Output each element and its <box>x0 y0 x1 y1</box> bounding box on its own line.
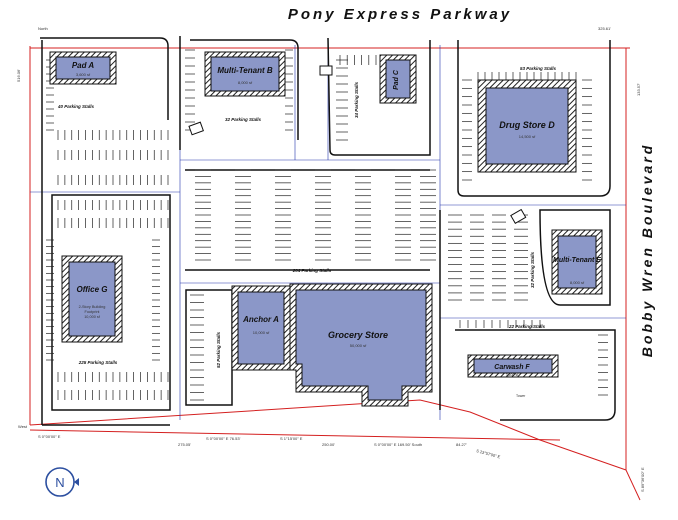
dim-ne: 325.61' <box>598 26 611 31</box>
pad-a-name: Pad A <box>72 61 95 70</box>
office-g-note1: 2-Story Building <box>79 305 106 309</box>
building-multi-tenant-b[interactable]: Multi-Tenant B 8,000 sf <box>204 51 286 97</box>
anchor-name: Anchor A <box>242 315 279 324</box>
multi-b-name: Multi-Tenant B <box>217 66 272 75</box>
building-grocery-store[interactable]: Grocery Store 50,000 sf <box>289 283 433 407</box>
dim-nw: 516.06' <box>16 69 21 82</box>
drug-d-area: 14,500 sf <box>519 134 536 139</box>
anchor-area: 10,000 sf <box>253 330 270 335</box>
dumpster-icon <box>188 121 204 136</box>
parking-label-multi-b: 32 Parking Stalls <box>225 117 262 122</box>
dim-west: West <box>18 424 28 429</box>
pad-c-name: Pad C <box>393 69 400 90</box>
dim-s4: 250.00' <box>322 442 335 447</box>
grocery-area: 50,000 sf <box>350 343 367 348</box>
parking-label-drug-d: 53 Parking Stalls <box>520 66 557 71</box>
dim-s3: S 1°15'00" E <box>280 436 303 441</box>
dim-s2: S 0°00'00" E 76.53' <box>206 436 241 441</box>
north-arrow-icon: N <box>45 467 79 497</box>
multi-e-name: Multi-Tenant E <box>553 257 601 264</box>
building-multi-tenant-e[interactable]: Multi-Tenant E 8,000 sf <box>551 229 603 295</box>
dim-tower: Tower <box>516 394 526 398</box>
office-g-note2: Footprint <box>85 310 101 314</box>
dim-s7: S 23°57'00" E <box>476 448 501 459</box>
multi-e-area: 8,000 sf <box>570 280 585 285</box>
dim-ne-vert: 133.57' <box>636 83 641 96</box>
dim-sw: S 0°00'00" E <box>38 434 61 439</box>
carwash-area: 3,600 sf <box>506 373 518 377</box>
building-pad-c[interactable]: Pad C <box>379 54 417 104</box>
dumpster-icon-3 <box>319 65 333 76</box>
road-north-label: Pony Express Parkway <box>288 6 512 23</box>
parking-stalls <box>46 49 608 401</box>
curb-lines <box>40 36 616 426</box>
dim-s5: S 0°00'00" E 169.50' South <box>374 442 422 447</box>
dumpster-icon-2 <box>510 208 527 225</box>
parking-label-carwash: 22 Parking Stalls <box>508 324 546 329</box>
dim-s1: 275.05' <box>178 442 191 447</box>
grocery-name: Grocery Store <box>328 330 388 340</box>
dim-se: S 89°36'00" E <box>640 467 645 492</box>
building-carwash-f[interactable]: Carwash F 3,600 sf <box>467 354 559 378</box>
parking-label-main: 204 Parking Stalls <box>292 268 332 273</box>
property-lines <box>29 46 641 501</box>
drug-d-name: Drug Store D <box>499 120 555 130</box>
parking-label-multi-e: 32 Parking Stalls <box>530 252 535 289</box>
dim-north: North <box>38 26 48 31</box>
multi-b-area: 8,000 sf <box>238 80 253 85</box>
compass-label: N <box>55 475 64 490</box>
parking-label-pad-a: 40 Parking Stalls <box>57 104 95 109</box>
carwash-name: Carwash F <box>494 364 530 371</box>
parking-label-anchor: 52 Parking Stalls <box>216 332 221 369</box>
building-drug-store-d[interactable]: Drug Store D 14,500 sf <box>477 79 577 173</box>
dim-s6: 84.27' <box>456 442 467 447</box>
parking-label-office-g: 225 Parking Stalls <box>78 360 118 365</box>
building-anchor-a[interactable]: Anchor A 10,000 sf <box>231 285 291 371</box>
office-g-area: 10,000 sf <box>84 315 101 319</box>
road-east-label: Bobby Wren Boulevard <box>639 143 655 358</box>
building-pad-a[interactable]: Pad A 3,600 sf <box>49 51 117 85</box>
pad-a-area: 3,600 sf <box>76 72 91 77</box>
building-office-g[interactable]: Office G 2-Story Building Footprint 10,0… <box>61 255 123 343</box>
parking-label-pad-c: 34 Parking Stalls <box>354 82 359 119</box>
office-g-name: Office G <box>77 285 108 294</box>
